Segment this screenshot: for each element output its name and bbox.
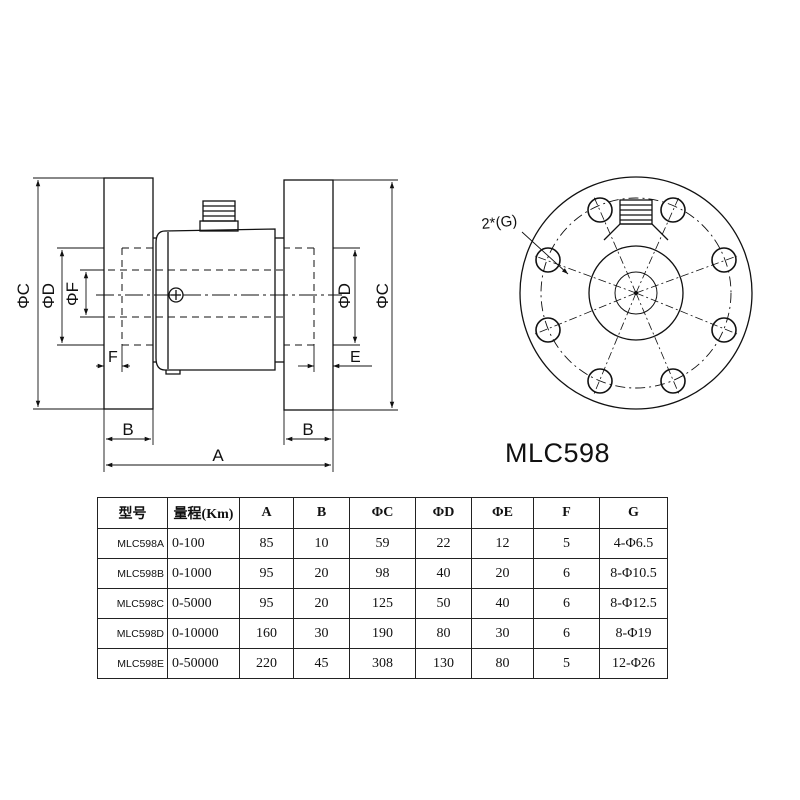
cell-e: 30 bbox=[471, 618, 534, 649]
side-view-labels: ΦC ΦD ΦF F ΦD ΦC E B B A bbox=[14, 282, 392, 465]
dim-label-a: A bbox=[212, 446, 224, 465]
cell-c: 98 bbox=[349, 558, 416, 589]
cell-c: 125 bbox=[349, 588, 416, 619]
table-row: MLC598A 0-100 85 10 59 22 12 5 4-Φ6.5 bbox=[97, 528, 668, 559]
header-phi-d: ΦD bbox=[415, 497, 472, 529]
bolt-hole bbox=[711, 317, 737, 343]
cell-g: 12-Φ26 bbox=[599, 648, 668, 679]
bolt-hole bbox=[535, 247, 561, 273]
cell-b: 45 bbox=[293, 648, 350, 679]
cell-model: MLC598C bbox=[97, 588, 168, 619]
end-view bbox=[519, 176, 753, 410]
cell-range: 0-50000 bbox=[167, 648, 240, 679]
bolt-hole bbox=[711, 247, 737, 273]
dim-label-e: E bbox=[350, 349, 361, 366]
sensor-body bbox=[155, 228, 276, 371]
cell-f: 6 bbox=[533, 618, 600, 649]
table-row: MLC598B 0-1000 95 20 98 40 20 6 8-Φ10.5 bbox=[97, 558, 668, 589]
cell-e: 80 bbox=[471, 648, 534, 679]
header-phi-c: ΦC bbox=[349, 497, 416, 529]
cell-range: 0-100 bbox=[167, 528, 240, 559]
dim-label-b-left: B bbox=[122, 420, 133, 439]
header-f: F bbox=[533, 497, 600, 529]
bolt-hole bbox=[535, 317, 561, 343]
cell-g: 8-Φ19 bbox=[599, 618, 668, 649]
cell-model: MLC598E bbox=[97, 648, 168, 679]
cell-d: 80 bbox=[415, 618, 472, 649]
cell-model: MLC598A bbox=[97, 528, 168, 559]
cell-e: 20 bbox=[471, 558, 534, 589]
cell-range: 0-1000 bbox=[167, 558, 240, 589]
cell-d: 22 bbox=[415, 528, 472, 559]
cell-d: 50 bbox=[415, 588, 472, 619]
cable-connector bbox=[199, 200, 239, 232]
header-model: 型号 bbox=[97, 497, 168, 529]
header-g: G bbox=[599, 497, 668, 529]
cell-model: MLC598B bbox=[97, 558, 168, 589]
hub-outline bbox=[588, 245, 684, 341]
cell-a: 160 bbox=[239, 618, 294, 649]
bolt-holes bbox=[535, 197, 737, 394]
cell-c: 308 bbox=[349, 648, 416, 679]
cell-d: 40 bbox=[415, 558, 472, 589]
bolt-hole bbox=[660, 368, 686, 394]
cell-g: 8-Φ10.5 bbox=[599, 558, 668, 589]
cell-e: 40 bbox=[471, 588, 534, 619]
header-phi-e: ΦE bbox=[471, 497, 534, 529]
cell-g: 4-Φ6.5 bbox=[599, 528, 668, 559]
cell-g: 8-Φ12.5 bbox=[599, 588, 668, 619]
cell-a: 95 bbox=[239, 588, 294, 619]
model-title: MLC598 bbox=[505, 438, 611, 468]
table-row: MLC598D 0-10000 160 30 190 80 30 6 8-Φ19 bbox=[97, 618, 668, 649]
bolt-hole bbox=[587, 368, 613, 394]
cell-f: 5 bbox=[533, 648, 600, 679]
bolt-hole bbox=[587, 197, 613, 223]
cell-range: 0-5000 bbox=[167, 588, 240, 619]
center-bore bbox=[614, 271, 658, 315]
header-b: B bbox=[293, 497, 350, 529]
side-view-dimensions bbox=[33, 177, 398, 472]
header-a: A bbox=[239, 497, 294, 529]
dim-label-f: F bbox=[108, 349, 118, 366]
bolt-circle bbox=[540, 197, 732, 389]
cell-f: 6 bbox=[533, 558, 600, 589]
cell-d: 130 bbox=[415, 648, 472, 679]
dim-label-phi-f: ΦF bbox=[63, 282, 82, 306]
hole-label: 2*(G) bbox=[481, 212, 518, 233]
cell-e: 12 bbox=[471, 528, 534, 559]
cell-a: 95 bbox=[239, 558, 294, 589]
cell-b: 30 bbox=[293, 618, 350, 649]
dim-label-phi-c-left: ΦC bbox=[14, 283, 33, 309]
bolt-hole bbox=[660, 197, 686, 223]
cell-f: 5 bbox=[533, 528, 600, 559]
cell-b: 10 bbox=[293, 528, 350, 559]
table-row: MLC598C 0-5000 95 20 125 50 40 6 8-Φ12.5 bbox=[97, 588, 668, 619]
cell-range: 0-10000 bbox=[167, 618, 240, 649]
side-view bbox=[96, 177, 342, 411]
header-range: 量程(Km) bbox=[167, 497, 240, 529]
table-header-row: 型号 量程(Km) A B ΦC ΦD ΦE F G bbox=[97, 497, 668, 529]
end-view-connector bbox=[603, 199, 669, 241]
technical-drawing: ΦC ΦD ΦF F ΦD ΦC E B B A bbox=[14, 176, 753, 472]
dim-label-phi-d-right: ΦD bbox=[335, 283, 354, 309]
table-row: MLC598E 0-50000 220 45 308 130 80 5 12-Φ… bbox=[97, 648, 668, 679]
cell-c: 59 bbox=[349, 528, 416, 559]
cell-a: 85 bbox=[239, 528, 294, 559]
dim-label-phi-c-right: ΦC bbox=[373, 283, 392, 309]
dim-label-b-right: B bbox=[302, 420, 313, 439]
cell-model: MLC598D bbox=[97, 618, 168, 649]
spec-table: 型号 量程(Km) A B ΦC ΦD ΦE F G MLC598A 0-100… bbox=[97, 497, 668, 679]
cell-b: 20 bbox=[293, 588, 350, 619]
left-flange bbox=[103, 177, 154, 410]
cell-c: 190 bbox=[349, 618, 416, 649]
cell-b: 20 bbox=[293, 558, 350, 589]
cell-a: 220 bbox=[239, 648, 294, 679]
dim-label-phi-d-left: ΦD bbox=[39, 283, 58, 309]
flange-outline bbox=[519, 176, 753, 410]
cell-f: 6 bbox=[533, 588, 600, 619]
